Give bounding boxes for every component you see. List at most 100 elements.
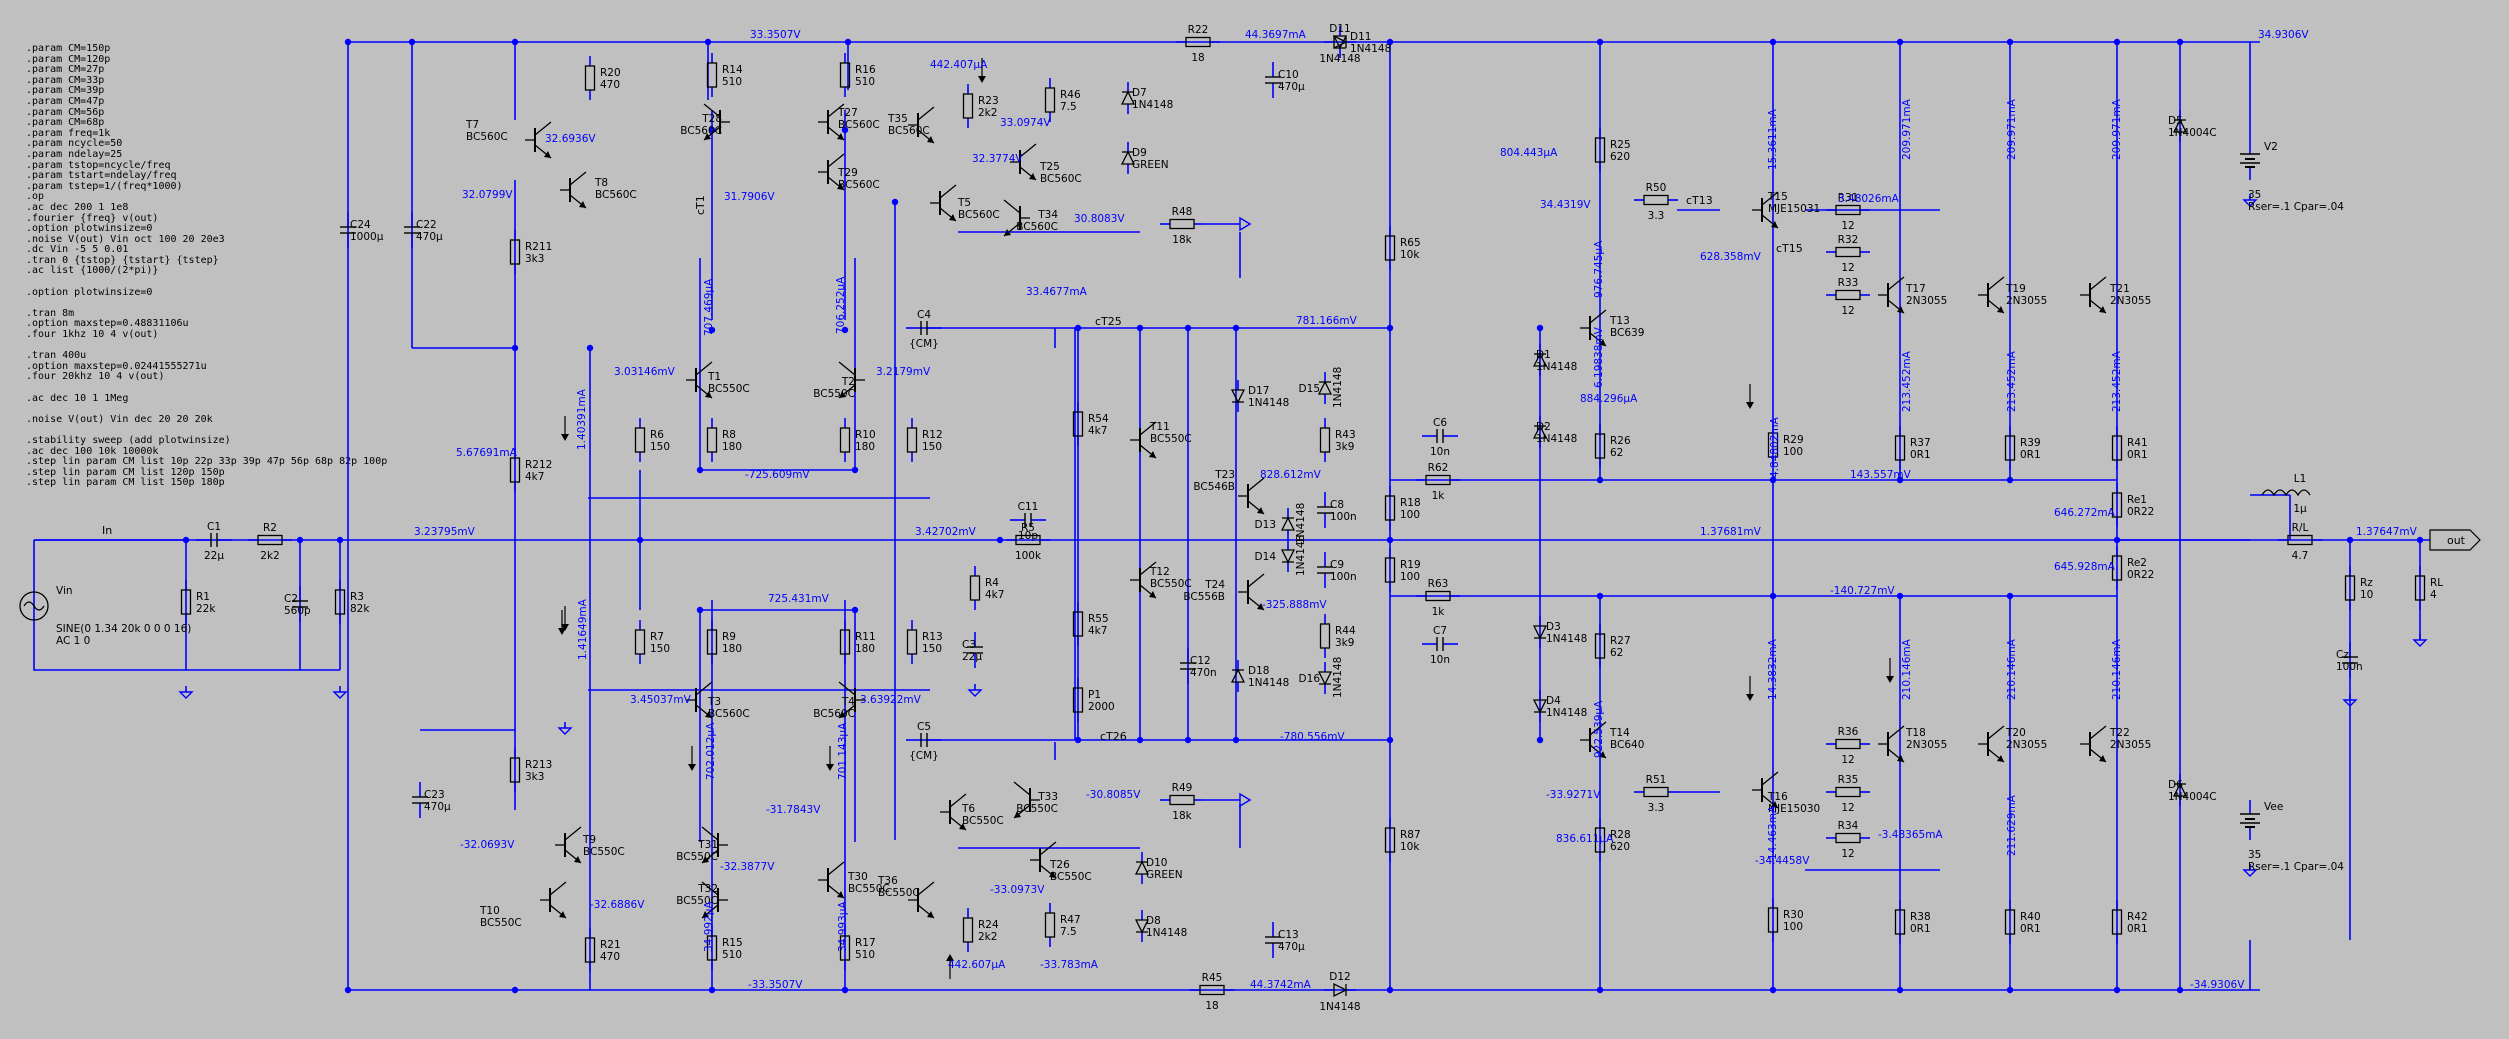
current-arrow-head — [1886, 676, 1894, 683]
junction-dot — [1596, 592, 1604, 600]
component-value: 100k — [1015, 550, 1042, 562]
component-ref: Re1 — [2127, 494, 2147, 506]
transistor-arrow — [1771, 801, 1778, 808]
transistor-arrow — [2099, 306, 2106, 313]
measurement-label: 706.252µA — [835, 276, 847, 334]
measurement-label: 30.8083V — [1074, 213, 1125, 225]
component-ref: R25 — [1610, 139, 1631, 151]
component-ref: R48 — [1172, 206, 1193, 218]
resistor-body — [1835, 786, 1861, 798]
resistor-body — [1894, 435, 1906, 461]
component-value: 7.5 — [1060, 926, 1077, 938]
component-value: BC560C — [1016, 221, 1058, 233]
measurement-label: -30.8085V — [1086, 789, 1141, 801]
measurement-label: 828.612mV — [1260, 469, 1322, 481]
component-value: 2N3055 — [2006, 295, 2047, 307]
resistor-body — [584, 937, 596, 963]
measurement-label: 884.296µA — [1580, 393, 1638, 405]
component-value: 2k2 — [260, 550, 279, 562]
component-ref: R20 — [600, 67, 621, 79]
component-value: 3k9 — [1335, 441, 1354, 453]
component-value: BC560C — [888, 125, 930, 137]
component-ref: R49 — [1172, 782, 1193, 794]
component-value: 1N4148 — [1332, 657, 1344, 698]
component-ref: R13 — [922, 631, 943, 643]
component-value: 1N4148 — [1319, 1001, 1360, 1013]
component-ref: R21 — [600, 939, 621, 951]
transistor-arrow — [702, 911, 709, 918]
resistor-body — [1425, 590, 1451, 602]
component-value: 22k — [196, 603, 216, 615]
transistor-collector — [1589, 721, 1607, 736]
junction-dot — [1386, 536, 1394, 544]
component-ref: R/L — [2292, 522, 2309, 534]
junction-dot — [636, 536, 644, 544]
directive-line: .fourier {freq} v(out) — [26, 212, 159, 224]
signal-source-icon — [19, 591, 49, 621]
component-value: MJE15031 — [1768, 203, 1820, 215]
resistor-body — [509, 457, 521, 483]
diode-symbol — [1134, 919, 1150, 934]
junction-dot — [851, 466, 859, 474]
component-value: 7.5 — [1060, 101, 1077, 113]
junction-dot — [1596, 986, 1604, 994]
component-ref: R55 — [1088, 613, 1109, 625]
component-ref: T6 — [961, 803, 975, 815]
transistor-collector — [838, 681, 856, 696]
component-extra: Rser=.1 Cpar=.04 — [2248, 201, 2344, 213]
component-value: 2k2 — [978, 107, 997, 119]
component-ref: D3 — [1546, 621, 1561, 633]
junction-dot — [1074, 736, 1082, 744]
junction-dot — [1769, 38, 1777, 46]
directive-line: .step lin param CM list 150p 180p — [26, 477, 225, 489]
measurement-label: 210.146mA — [2111, 638, 2123, 700]
component-ref: D13 — [1255, 519, 1276, 531]
resistor-body — [962, 917, 974, 943]
junction-dot — [1136, 324, 1144, 332]
component-value: 560p — [284, 605, 311, 617]
sine-wave-icon — [23, 601, 45, 611]
measurement-label: -32.0693V — [460, 839, 515, 851]
measurement-label: 3.48026mA — [1838, 193, 1900, 205]
resistor-body — [2111, 435, 2123, 461]
current-arrow-head — [946, 954, 954, 961]
measurement-label: 32.3774V — [972, 153, 1023, 165]
measurement-label: 922.539µA — [1593, 700, 1605, 758]
junction-dot — [2113, 986, 2121, 994]
current-arrow-head — [978, 76, 986, 83]
component-value: GREEN — [1132, 159, 1169, 171]
transistor-collector — [1589, 309, 1607, 324]
junction-dot — [2006, 986, 2014, 994]
component-ref: R19 — [1400, 559, 1421, 571]
component-ref: D1 — [1536, 349, 1551, 361]
resistor-body — [906, 427, 918, 453]
resistor-body — [634, 427, 646, 453]
transistor-collector — [1139, 421, 1157, 436]
net-label: cT25 — [1095, 315, 1122, 328]
component-value: 1N4004C — [2168, 127, 2217, 139]
component-ref: R212 — [525, 459, 552, 471]
junction-dot — [1896, 476, 1904, 484]
transistor-arrow — [1997, 306, 2004, 313]
component-ref: R5 — [1021, 522, 1035, 534]
resistor-body — [1594, 137, 1606, 163]
component-value: 470µ — [1278, 941, 1305, 953]
component-value: 1N4148 — [1248, 677, 1289, 689]
current-arrow-head — [561, 624, 569, 631]
directive-line: .ac dec 100 10k 10000k — [26, 445, 159, 457]
component-value: 100 — [1783, 446, 1803, 458]
component-value: 2000 — [1088, 701, 1115, 713]
component-value: 470µ — [1278, 81, 1305, 93]
component-ref: RL — [2430, 577, 2443, 589]
component-value: 10k — [1400, 249, 1420, 261]
component-ref: T16 — [1767, 791, 1788, 803]
component-ref: R87 — [1400, 829, 1421, 841]
current-arrow-head — [1746, 694, 1754, 701]
junction-dot — [408, 38, 416, 46]
transistor-collector — [1019, 143, 1037, 158]
resistor-body — [2111, 492, 2123, 518]
component-value: 4.7 — [2292, 550, 2309, 562]
component-value: 82k — [350, 603, 370, 615]
transistor-arrow — [1014, 811, 1021, 818]
component-ref: R31 — [1838, 192, 1859, 204]
